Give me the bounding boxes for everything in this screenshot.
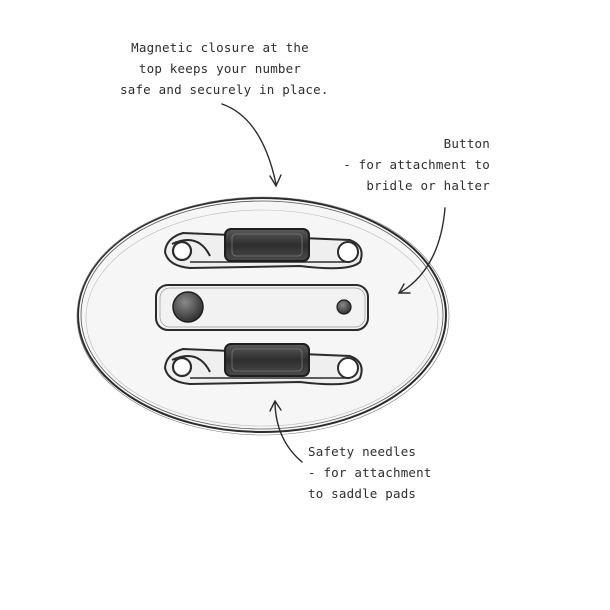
- annotation-line: to saddle pads: [308, 486, 417, 501]
- button-small: [336, 299, 352, 315]
- safety-pin-bottom: [163, 343, 363, 386]
- annotation-line: - for attachment: [308, 465, 432, 480]
- annotation-line: Magnetic closure at the: [131, 40, 309, 55]
- annotation-safety-needles: Safety needles - for attachment to saddl…: [308, 441, 488, 504]
- arrow-needles: [269, 399, 303, 463]
- annotation-button: Button - for attachment to bridle or hal…: [330, 133, 490, 196]
- annotation-line: top keeps your number: [138, 61, 302, 76]
- annotation-line: safe and securely in place.: [120, 82, 329, 97]
- button-large: [172, 291, 204, 323]
- annotation-line: bridle or halter: [366, 178, 490, 193]
- annotation-line: - for attachment to: [343, 157, 490, 172]
- button-strap: [155, 284, 369, 331]
- annotation-magnetic-closure: Magnetic closure at the top keeps your n…: [120, 37, 329, 100]
- magnetic-clip-top: [224, 228, 310, 262]
- safety-pin-top: [163, 228, 363, 270]
- arrow-button: [397, 207, 446, 294]
- annotation-line: Safety needles: [308, 444, 417, 459]
- arrow-magnetic: [221, 103, 282, 188]
- magnetic-clip-bottom: [224, 343, 310, 377]
- annotation-line: Button: [443, 136, 490, 151]
